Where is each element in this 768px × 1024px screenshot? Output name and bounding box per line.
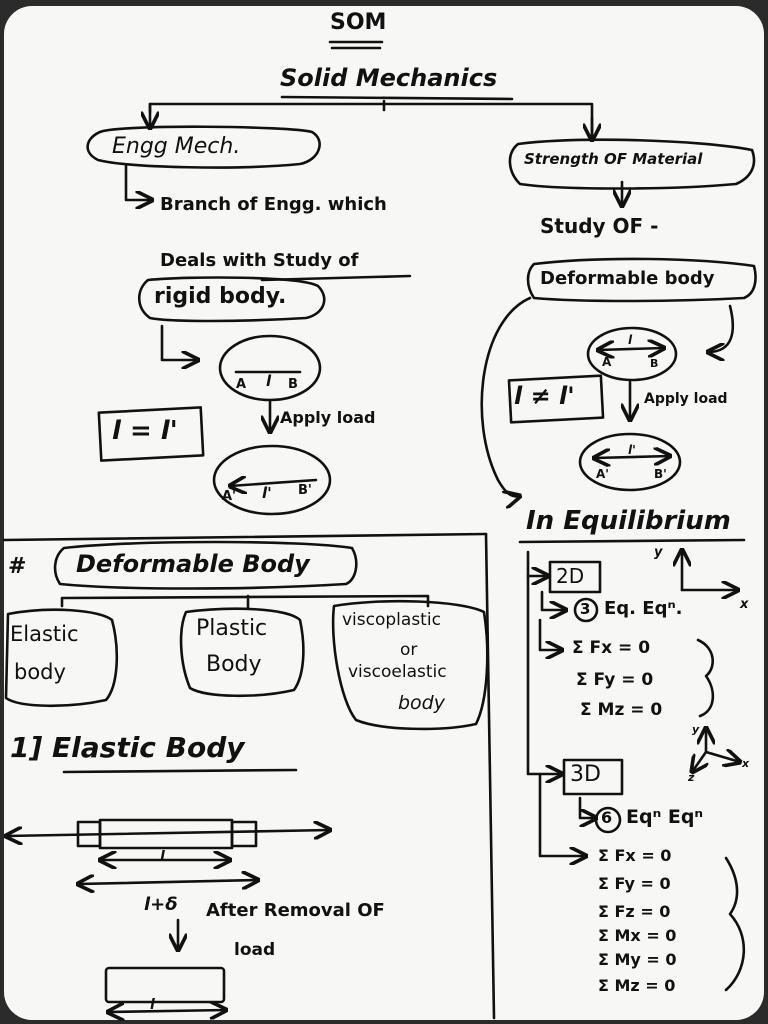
threed-label: 3D (570, 762, 601, 787)
engg-mech-label: Engg Mech. (112, 134, 241, 159)
deform-fig-a2: A' (596, 467, 609, 481)
deform-fig-l2: l' (628, 443, 636, 457)
rigid-body-box (137, 276, 326, 323)
twod-count: 3 (580, 600, 591, 618)
type-visco-line4: body (398, 692, 445, 714)
rod-l-plus-delta: l+δ (144, 894, 178, 915)
deformable-body-label-right: Deformable body (540, 268, 715, 289)
twod-eq-label: Eq. Eqⁿ. (604, 598, 683, 619)
axis-y-top: y (654, 545, 663, 560)
section-divider-v (484, 532, 496, 1020)
twod-eq-0: Σ Fx = 0 (572, 638, 651, 658)
threed-eq-4: Σ My = 0 (598, 950, 677, 969)
elastic-heading-underline (62, 768, 298, 774)
l-equals-label: l = l' (112, 416, 178, 446)
type-visco-line3: viscoelastic (348, 662, 447, 682)
threed-eq-3: Σ Mx = 0 (598, 926, 677, 945)
after-removal-line1: After Removal OF (206, 900, 385, 921)
subtitle-underline (280, 95, 514, 101)
engg-desc-line1: Branch of Engg. which (160, 194, 387, 215)
threed-eq-0: Σ Fx = 0 (598, 846, 672, 865)
l-not-equal-label: l ≠ l' (514, 382, 575, 410)
rigid-fig-b: B (288, 377, 298, 392)
strength-label: Strength OF Material (524, 150, 703, 168)
l-equals-box (97, 406, 205, 462)
rod-l-bottom: l (150, 997, 155, 1013)
after-removal-line2: load (234, 940, 276, 960)
axis-x-top: x (740, 597, 749, 612)
deformable-heading: Deformable Body (76, 550, 310, 578)
rigid-fig-b2: B' (298, 483, 312, 498)
page-subtitle: Solid Mechanics (280, 64, 498, 92)
elastic-heading: 1] Elastic Body (10, 731, 245, 764)
twod-box (548, 560, 602, 594)
visco-body-box (331, 599, 489, 731)
rigid-fig-l2: l' (262, 484, 272, 502)
deform-fig-l: l (628, 333, 633, 347)
type-plastic-line1: Plastic (196, 616, 268, 641)
deform-fig-a: A (602, 355, 612, 369)
axis-z-3d: z (688, 771, 695, 784)
rod-l: l (160, 849, 165, 865)
rigid-fig-a: A (236, 377, 247, 392)
elastic-body-box (4, 608, 119, 708)
type-elastic-line2: body (14, 660, 66, 684)
threed-eq-5: Σ Mz = 0 (598, 976, 676, 995)
threed-eq-2: Σ Fz = 0 (598, 902, 671, 921)
deform-fig-b2: B' (654, 467, 667, 481)
threed-eq-label: Eqⁿ Eqⁿ (626, 806, 704, 828)
apply-load-left: Apply load (280, 408, 376, 427)
plastic-body-box (179, 607, 305, 698)
engg-desc-line2: Deals with Study of (160, 250, 359, 271)
strength-box (508, 138, 756, 190)
rod-force-line (6, 830, 330, 836)
axis-y-3d: y (692, 723, 700, 736)
type-elastic-line1: Elastic (10, 622, 79, 646)
equilibrium-heading: In Equilibrium (526, 506, 731, 536)
rigid-fig-l: l (266, 372, 272, 390)
page-title: SOM (330, 10, 387, 35)
equilibrium-underline (518, 538, 746, 544)
deformable-box-right (526, 257, 757, 303)
section-divider-h (2, 532, 488, 542)
deform-fig-b: B (650, 357, 659, 370)
twod-eq-2: Σ Mz = 0 (580, 700, 663, 720)
rigid-fig-a2: A' (222, 489, 237, 504)
apply-load-right: Apply load (644, 391, 728, 407)
type-visco-line2: or (400, 640, 418, 660)
threed-count: 6 (601, 808, 613, 827)
type-plastic-line2: Body (206, 652, 262, 677)
threed-box (562, 758, 624, 796)
study-of-label: Study OF - (540, 214, 659, 238)
twod-eq-1: Σ Fy = 0 (576, 670, 654, 690)
l-not-equal-box (507, 374, 605, 424)
deformable-heading-box (53, 540, 358, 590)
threed-eq-1: Σ Fy = 0 (598, 874, 671, 893)
engg-mech-box (86, 125, 321, 169)
hash-mark: # (8, 554, 27, 579)
type-visco-line1: viscoplastic (342, 610, 441, 630)
twod-label: 2D (556, 564, 585, 588)
title-underline (328, 40, 384, 50)
rigid-body-label: rigid body. (154, 284, 287, 309)
axis-x-3d: x (742, 757, 750, 770)
